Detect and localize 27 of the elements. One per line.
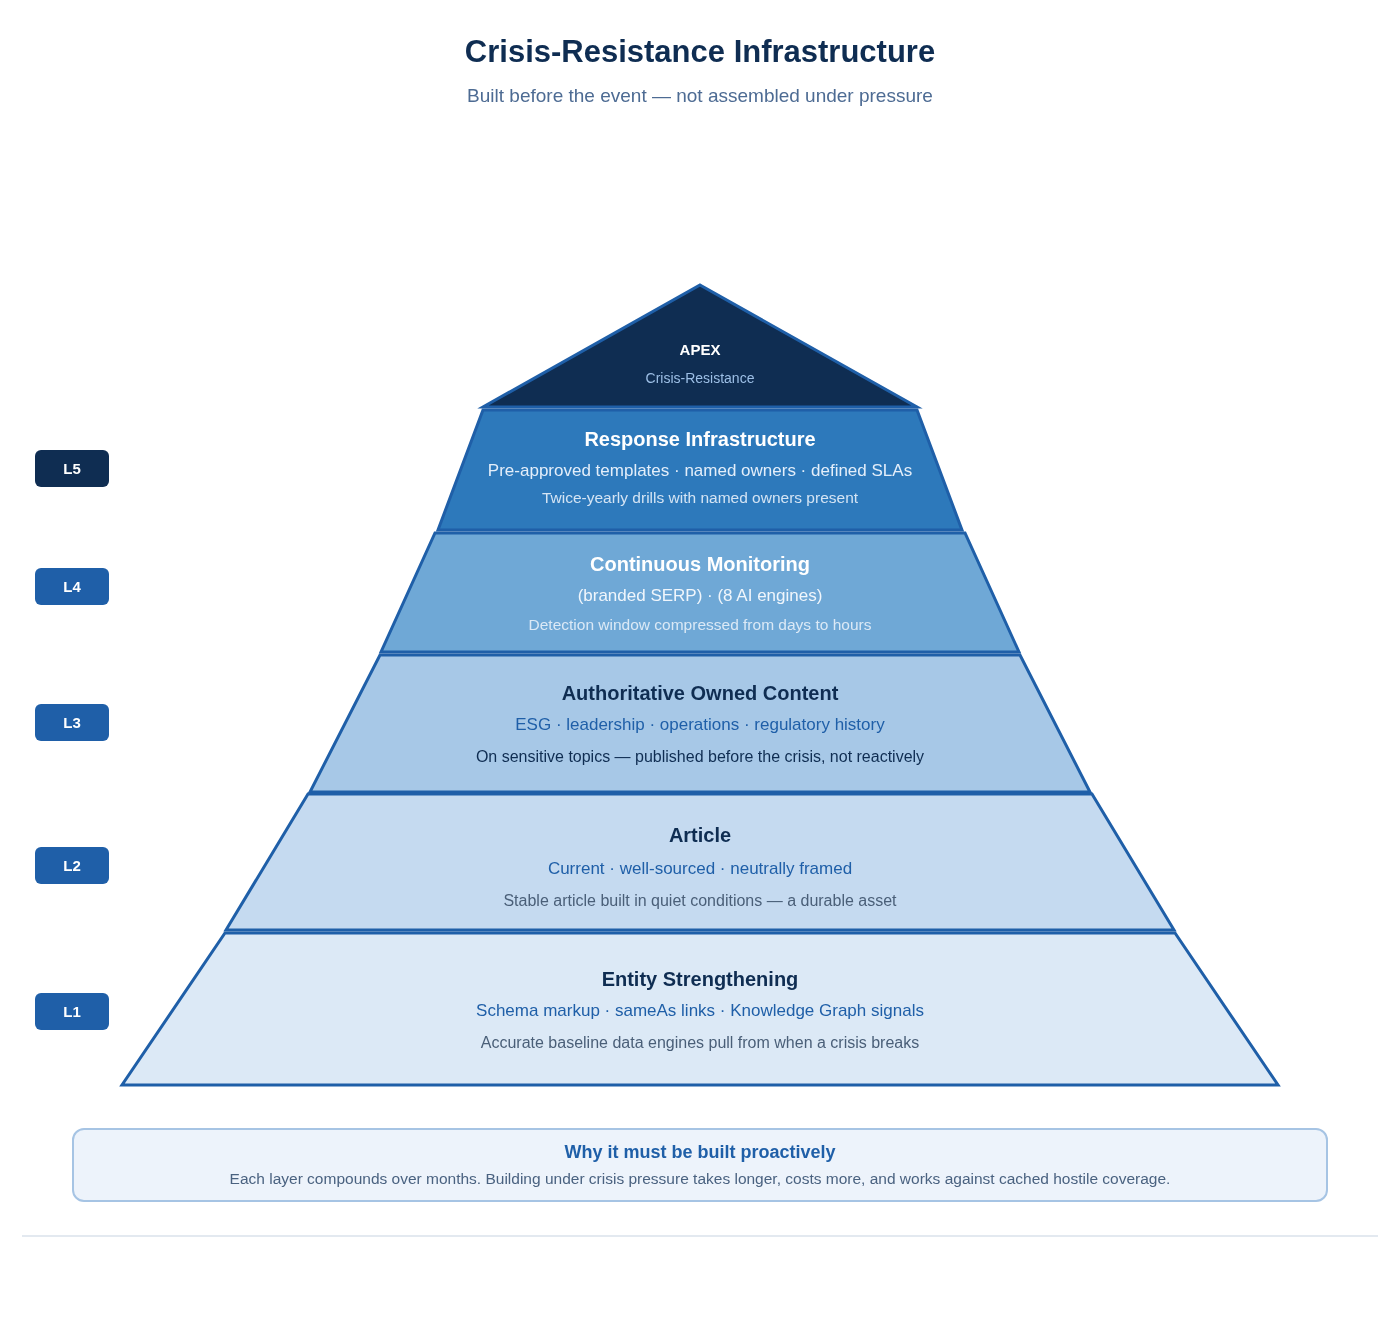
layer-title: Entity Strengthening (601, 967, 799, 992)
layer-description: Stable article built in quiet conditions — a durable asset (503, 890, 897, 911)
level-badge: L2 (35, 847, 109, 884)
callout-heading: Why it must be built proactively (564, 1140, 836, 1164)
level-badge: L5 (35, 450, 109, 487)
diagram-title: Crisis-Resistance Infrastructure (464, 33, 936, 71)
apex-label: APEX (679, 340, 721, 360)
level-badge: L4 (35, 568, 109, 605)
layer-title: Continuous Monitoring (590, 552, 810, 577)
layer-feature-list: Current · well-sourced · neutrally framed (547, 858, 853, 880)
apex-subtitle: Crisis-Resistance (645, 369, 755, 387)
diagram-subtitle: Built before the event — not assembled under pressure (467, 83, 933, 108)
layer-title: Article (668, 823, 732, 848)
layer-feature-list: Schema markup · sameAs links · Knowledge Graph signals (476, 1000, 924, 1022)
layer-description: Detection window compressed from days to hours (528, 615, 872, 635)
layer-description: On sensitive topics — published before the crisis, not reactively (475, 746, 925, 767)
layer-description: Accurate baseline data engines pull from when a crisis breaks (480, 1032, 920, 1053)
layer-description: Twice-yearly drills with named owners present (541, 488, 859, 508)
layer-title: Authoritative Owned Content (561, 681, 839, 706)
layer-feature-list: ESG · leadership · operations · regulatory history (515, 714, 885, 736)
layer-feature-list: Pre-approved templates · named owners · defined SLAs (487, 460, 913, 482)
layer-title: Response Infrastructure (584, 427, 816, 452)
callout-text: Each layer compounds over months. Building under crisis pressure takes longer, costs more, and works against cached hostile coverage. (229, 1169, 1171, 1189)
callout-panel (72, 1128, 1328, 1202)
layer-feature-list: (branded SERP) · (8 AI engines) (577, 585, 823, 607)
level-badge: L1 (35, 993, 109, 1030)
level-badge: L3 (35, 704, 109, 741)
